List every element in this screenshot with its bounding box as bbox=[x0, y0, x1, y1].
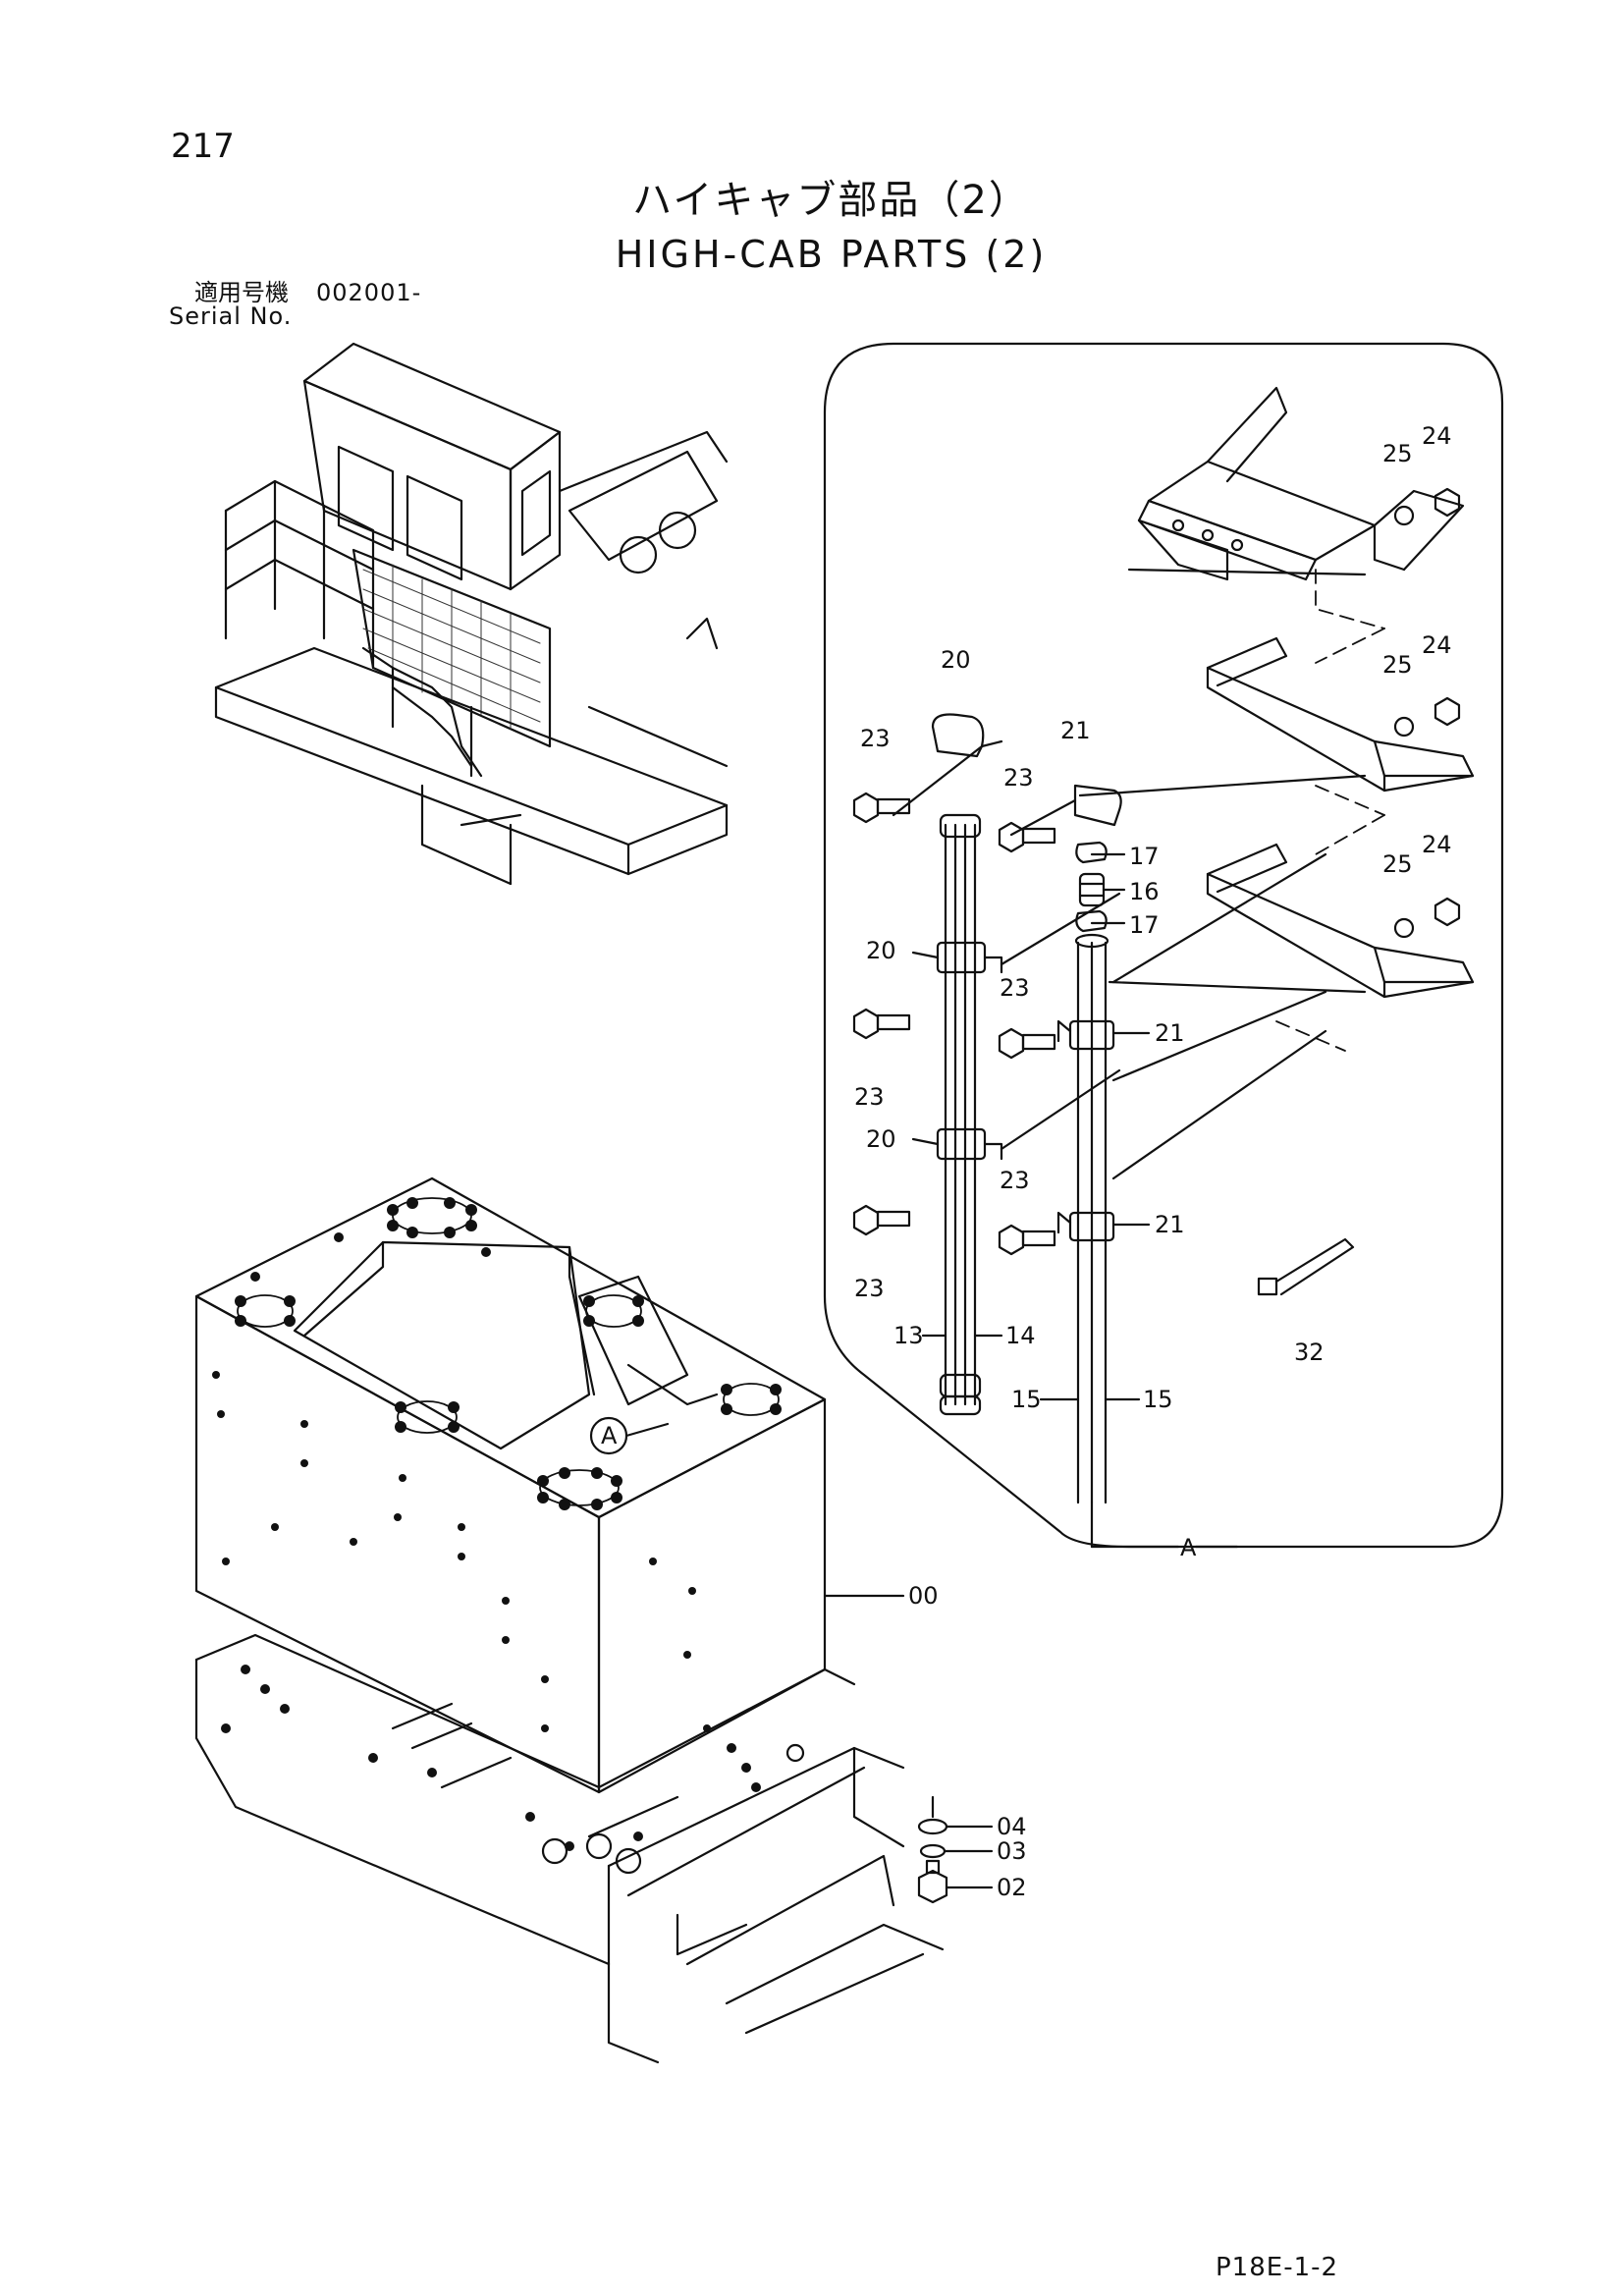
callout-23: 23 bbox=[854, 1275, 885, 1302]
callout-03: 03 bbox=[997, 1837, 1027, 1865]
reference-code: P18E-1-2 bbox=[1216, 2253, 1339, 2282]
title-japanese: ハイキャブ部品（2） bbox=[632, 178, 1030, 223]
bracket-upper bbox=[1137, 386, 1465, 581]
callout-23: 23 bbox=[854, 1083, 885, 1111]
machine-overview-illustration bbox=[214, 342, 729, 886]
callout-labels: 24 25 24 25 24 25 20 21 23 23 17 16 17 2… bbox=[601, 422, 1452, 1901]
callout-04: 04 bbox=[997, 1813, 1027, 1840]
callout-17: 17 bbox=[1129, 911, 1160, 939]
callout-23: 23 bbox=[1003, 764, 1034, 792]
callout-20: 20 bbox=[866, 937, 896, 964]
callout-15: 15 bbox=[1143, 1386, 1173, 1413]
title-english: HIGH-CAB PARTS (2) bbox=[615, 233, 1048, 276]
callout-16: 16 bbox=[1129, 878, 1160, 905]
callout-20: 20 bbox=[866, 1125, 896, 1153]
callout-24: 24 bbox=[1422, 831, 1452, 858]
tube-13-14 bbox=[936, 813, 1003, 1416]
bracket-lower bbox=[1206, 843, 1475, 999]
callout-21: 21 bbox=[1060, 717, 1091, 744]
serial-label-japanese: 適用号機 bbox=[194, 279, 289, 306]
callout-02: 02 bbox=[997, 1874, 1027, 1901]
callout-15: 15 bbox=[1011, 1386, 1042, 1413]
callout-21: 21 bbox=[1155, 1019, 1185, 1047]
callout-20: 20 bbox=[941, 646, 971, 674]
nut-washer-set bbox=[1393, 487, 1461, 939]
view-a-label: A bbox=[1180, 1534, 1197, 1561]
callout-24: 24 bbox=[1422, 631, 1452, 659]
cable-tie-32 bbox=[1257, 1237, 1355, 1296]
detail-a-frame bbox=[823, 342, 1504, 1549]
bolt-washer-stack bbox=[917, 1795, 994, 1904]
bolts-23 bbox=[852, 792, 1056, 1256]
callout-23: 23 bbox=[1000, 1167, 1030, 1194]
callout-32: 32 bbox=[1294, 1339, 1325, 1366]
riser-frame-box bbox=[194, 1176, 827, 1794]
detail-a-marker: A bbox=[601, 1422, 618, 1449]
callout-23: 23 bbox=[1000, 974, 1030, 1002]
page-number: 217 bbox=[171, 127, 235, 166]
serial-label-english: Serial No. bbox=[169, 302, 293, 330]
callout-14: 14 bbox=[1005, 1322, 1036, 1349]
callout-17: 17 bbox=[1129, 843, 1160, 870]
serial-number: 002001- bbox=[316, 279, 422, 306]
base-frame bbox=[194, 1633, 945, 2064]
callout-00: 00 bbox=[908, 1582, 939, 1610]
callout-25: 25 bbox=[1382, 850, 1413, 878]
bracket-middle bbox=[1206, 636, 1475, 793]
callout-25: 25 bbox=[1382, 440, 1413, 467]
callout-23: 23 bbox=[860, 725, 891, 752]
callout-13: 13 bbox=[893, 1322, 924, 1349]
callout-21: 21 bbox=[1155, 1211, 1185, 1238]
callout-25: 25 bbox=[1382, 651, 1413, 679]
tube-15 bbox=[1056, 933, 1115, 1504]
callout-24: 24 bbox=[1422, 422, 1452, 450]
